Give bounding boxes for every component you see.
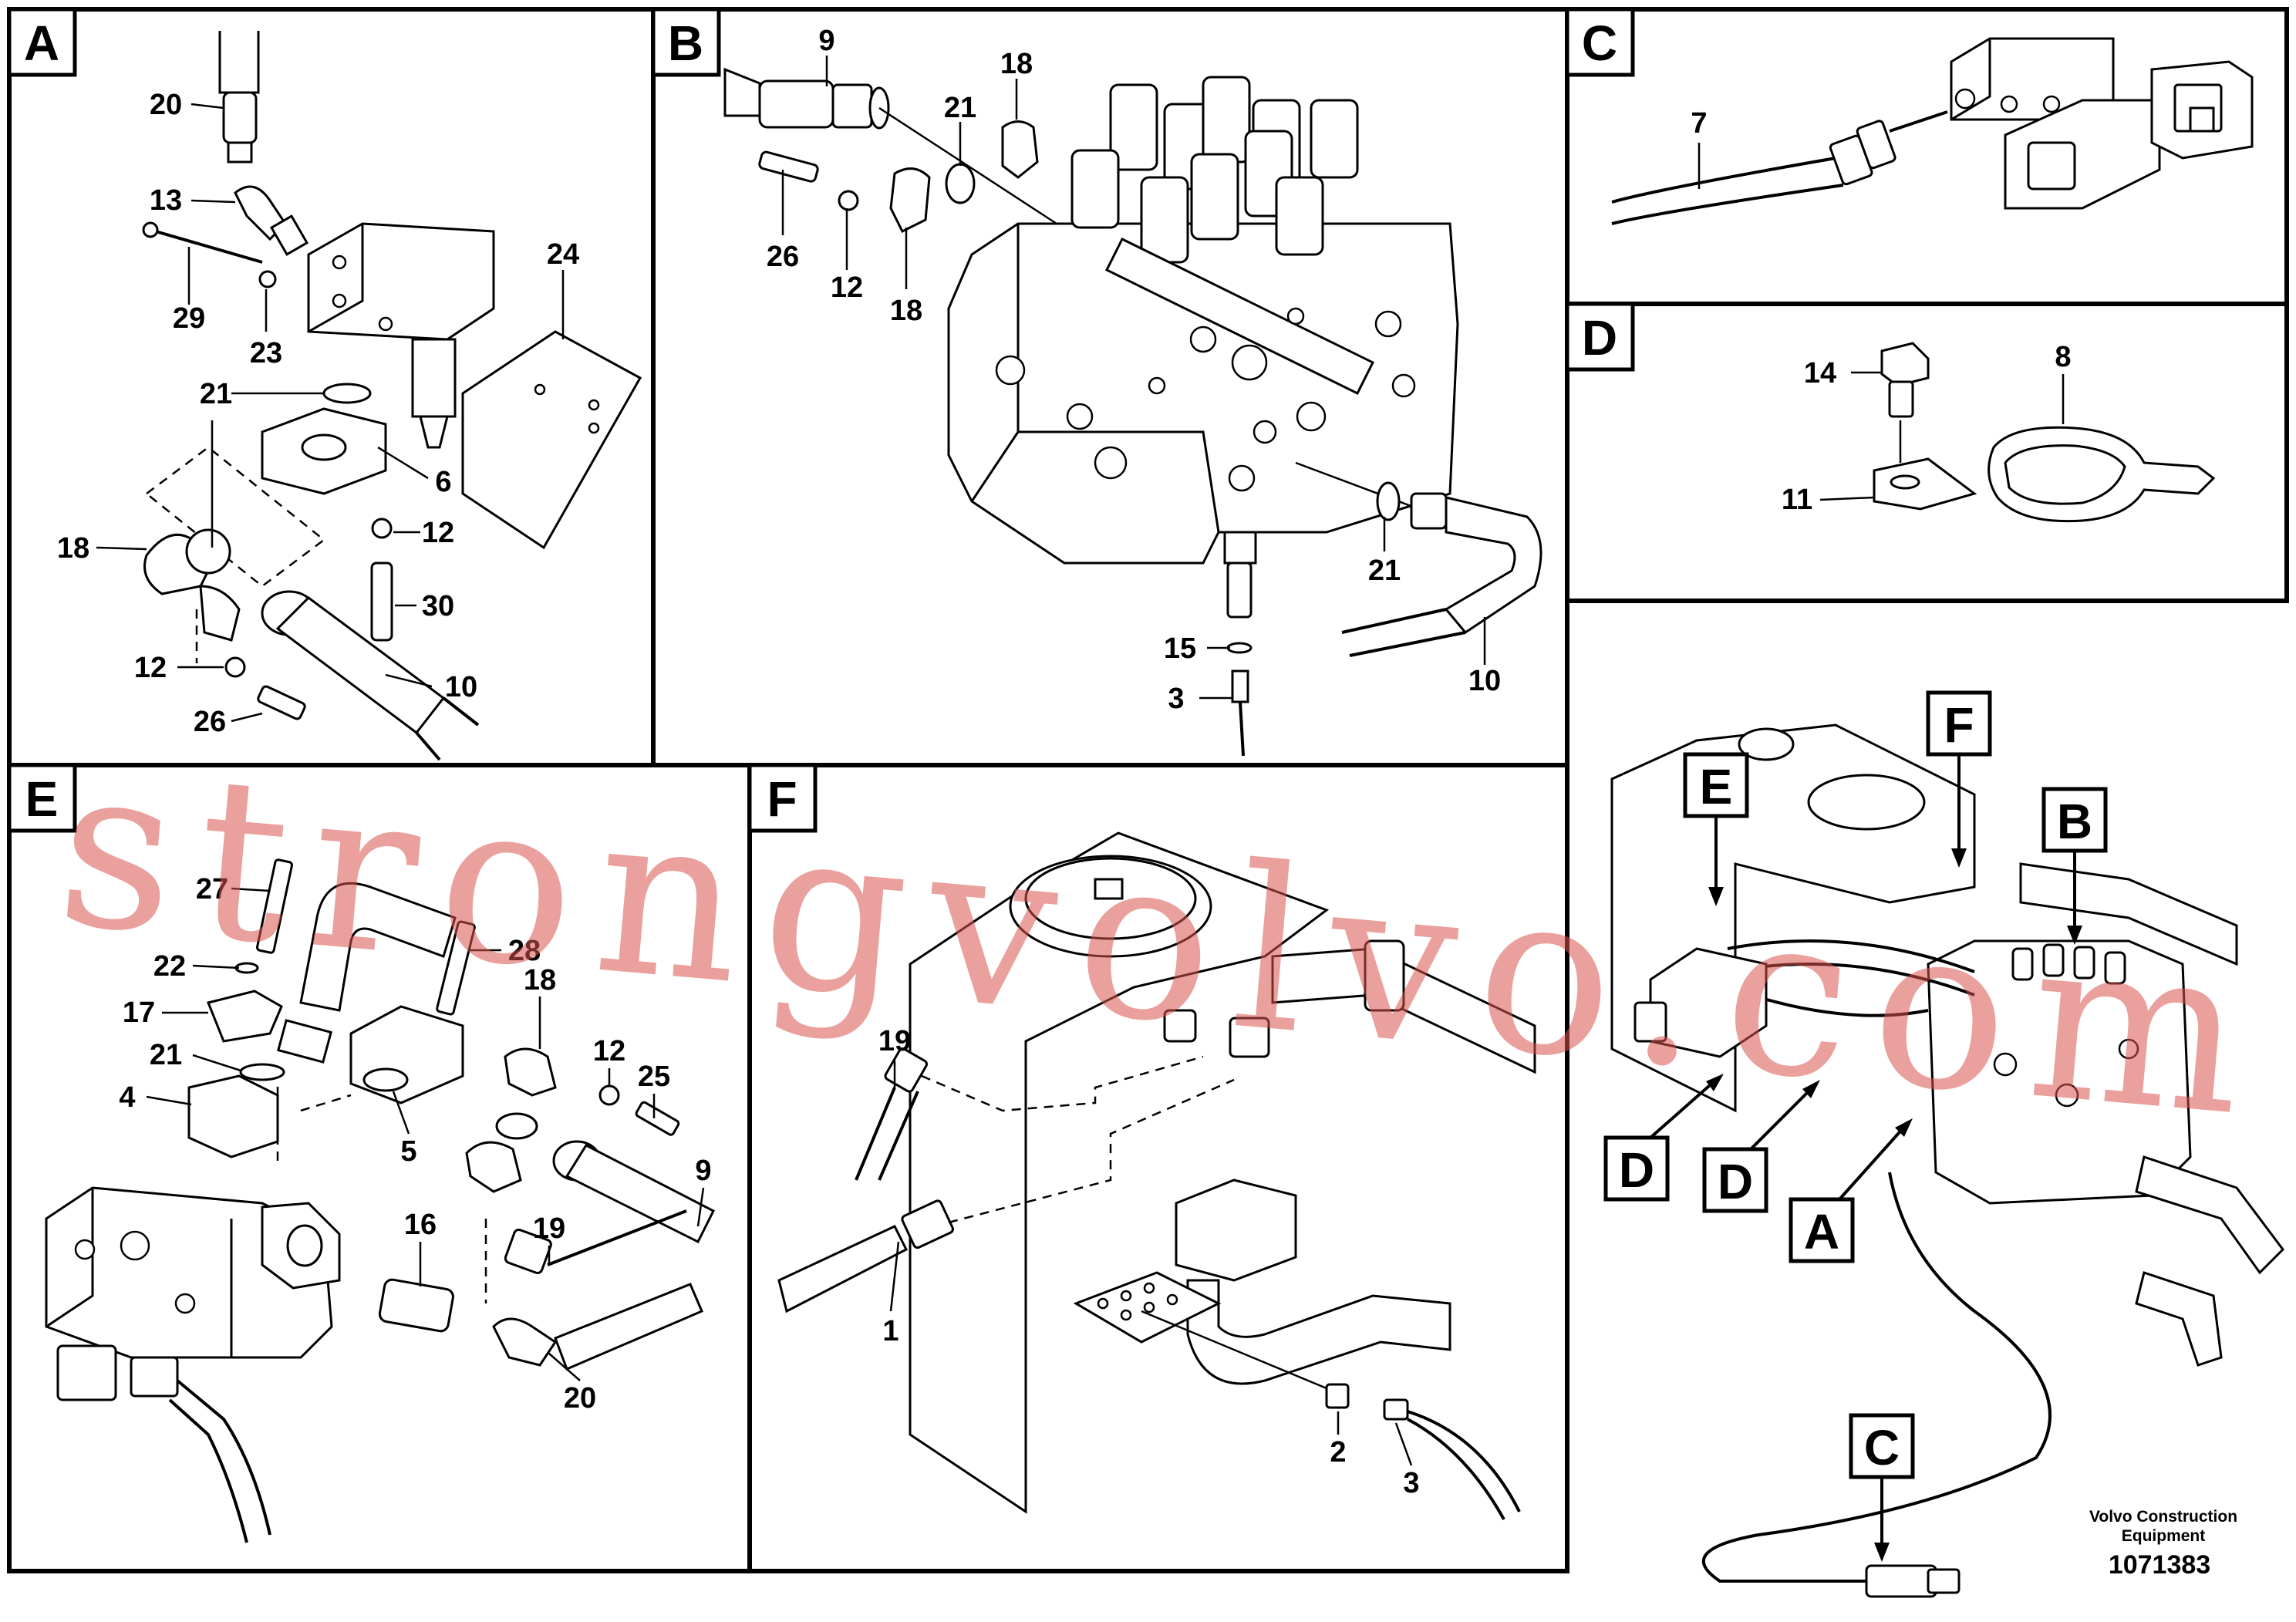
part-label: 9 (695, 1155, 711, 1187)
overview-callout-d-right: D (1702, 1080, 1820, 1213)
part-label: 26 (767, 241, 799, 273)
part-label: 18 (1000, 48, 1033, 80)
part-label: 23 (250, 337, 282, 369)
overview-callout-f: F (1926, 690, 1992, 868)
part-label: 12 (422, 517, 454, 549)
svg-text:E: E (1700, 759, 1733, 814)
overview-callout-a: A (1789, 1118, 1913, 1263)
part-label: 14 (1804, 357, 1836, 389)
part-label: 15 (1164, 632, 1196, 665)
panel-f: F (747, 763, 1569, 1573)
overview-callout-c: C (1849, 1413, 1915, 1562)
part-label: 6 (435, 466, 451, 498)
overview-illustration: F E B D D A (1603, 690, 2284, 1598)
part-label: 3 (1403, 1467, 1419, 1499)
part-label: 18 (524, 964, 556, 996)
part-label: 19 (878, 1025, 911, 1057)
panel-a-tag: A (24, 15, 59, 71)
part-label: 11 (1782, 484, 1812, 516)
panel-d: D 14 8 11 (1565, 302, 2289, 603)
overview-callout-d-left: D (1603, 1074, 1724, 1202)
svg-text:C: C (1864, 1420, 1900, 1475)
part-label: 18 (890, 295, 922, 327)
part-label: 16 (404, 1209, 437, 1241)
part-label: 18 (57, 532, 89, 565)
part-label: 24 (547, 238, 579, 271)
part-label: 1 (882, 1315, 899, 1347)
company-name-line1: Volvo Construction (2089, 1508, 2237, 1526)
panel-e-part-labels: 27 28 22 18 17 12 25 21 4 5 9 19 16 20 (119, 873, 711, 1415)
part-label: 10 (1468, 665, 1501, 697)
panel-a-part-labels: 20 13 29 23 24 21 6 18 12 30 12 10 26 (57, 89, 579, 738)
part-label: 12 (831, 271, 863, 304)
panel-d-part-labels: 14 8 11 (1782, 341, 2072, 516)
panel-c: C 7 (1565, 7, 2289, 306)
panel-f-part-labels: 19 1 2 3 (878, 1025, 1420, 1499)
svg-text:D: D (1619, 1142, 1654, 1198)
panel-a: A (7, 7, 656, 767)
part-label: 7 (1691, 107, 1707, 140)
part-label: 13 (150, 184, 182, 217)
part-label: 28 (508, 935, 541, 967)
overview-callout-e: E (1683, 752, 1749, 906)
part-label: 5 (400, 1135, 416, 1168)
part-label: 21 (200, 378, 232, 410)
panel-e: E (7, 763, 752, 1573)
part-label: 2 (1330, 1436, 1346, 1469)
panel-c-tag: C (1582, 15, 1617, 71)
overview-callout-b: B (2041, 787, 2108, 945)
part-label: 17 (123, 996, 155, 1029)
part-label: 3 (1168, 683, 1184, 715)
part-label: 29 (173, 302, 205, 335)
part-label: 22 (153, 950, 186, 983)
part-label: 12 (134, 652, 167, 684)
company-name-line2: Equipment (2122, 1527, 2206, 1545)
panel-d-tag: D (1582, 310, 1617, 366)
part-label: 10 (445, 671, 477, 703)
part-label: 21 (1368, 555, 1401, 587)
svg-text:B: B (2057, 794, 2092, 849)
svg-text:D: D (1718, 1154, 1753, 1209)
part-label: 20 (150, 89, 182, 121)
panel-f-tag: F (767, 771, 797, 827)
panel-e-tag: E (25, 771, 59, 827)
part-label: 21 (944, 92, 976, 124)
part-label: 9 (818, 25, 834, 57)
panel-b: B (651, 7, 1569, 767)
part-label: 30 (422, 590, 454, 622)
part-label: 20 (564, 1382, 596, 1415)
part-label: 8 (2055, 341, 2071, 373)
drawing-number: 1071383 (2109, 1550, 2210, 1580)
part-label: 26 (194, 706, 226, 738)
part-label: 25 (638, 1061, 670, 1093)
drawing-footer: Volvo Construction Equipment 1071383 (2089, 1508, 2237, 1580)
svg-text:A: A (1804, 1204, 1839, 1259)
part-label: 19 (533, 1212, 565, 1245)
part-label: 12 (593, 1035, 625, 1067)
panel-b-part-labels: 9 18 21 26 12 18 21 15 3 10 (767, 25, 1501, 715)
part-label: 27 (196, 873, 228, 905)
part-label: 4 (119, 1081, 135, 1114)
svg-text:F: F (1944, 697, 1974, 753)
panel-b-tag: B (668, 15, 703, 71)
part-label: 21 (150, 1039, 182, 1071)
